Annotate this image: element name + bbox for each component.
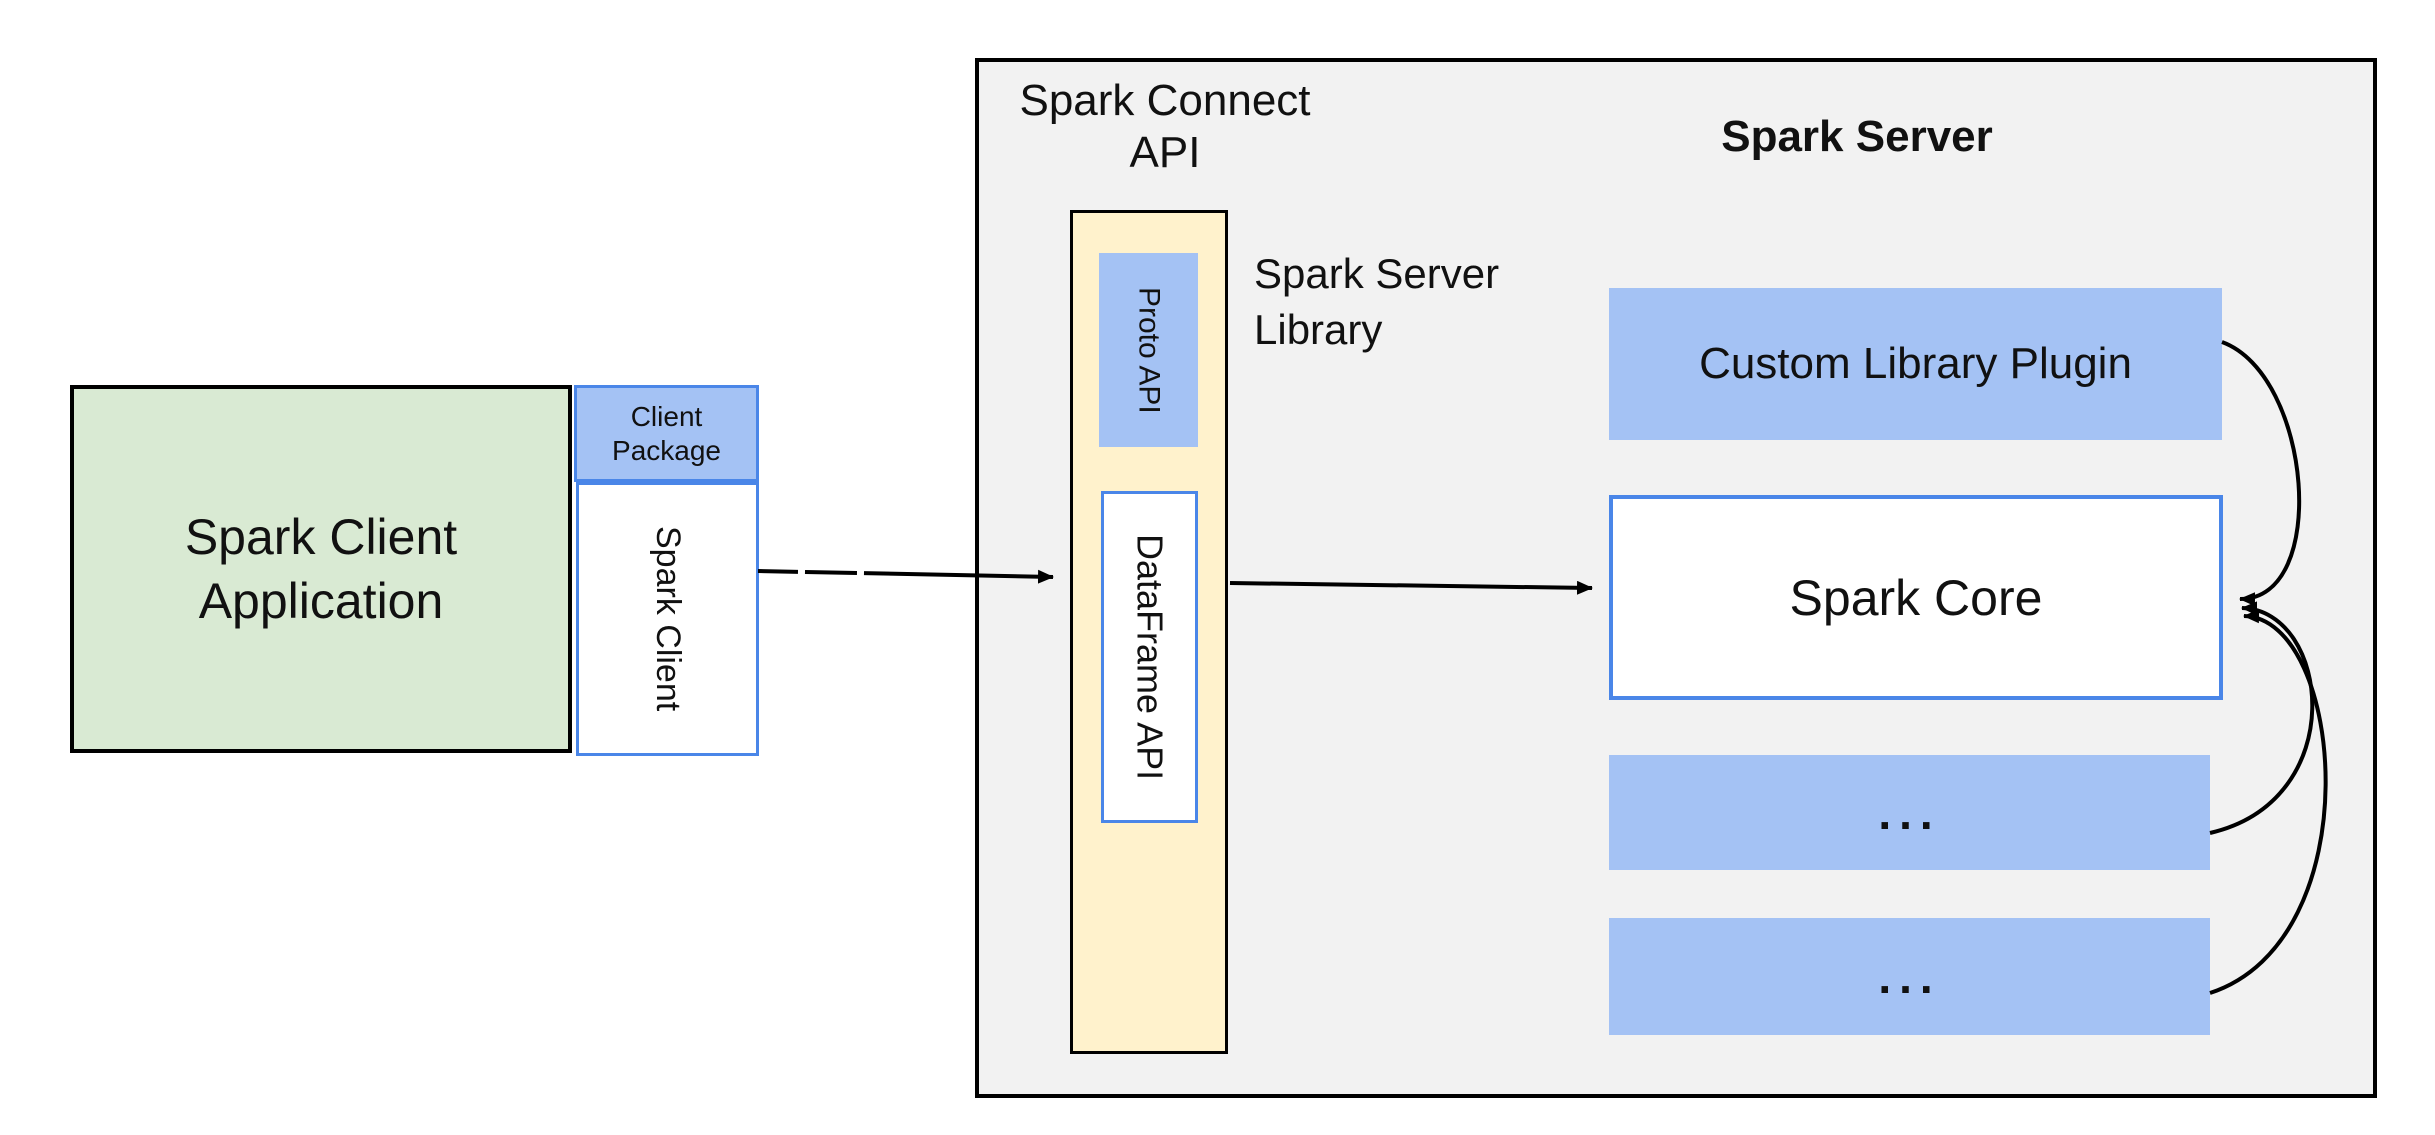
spark-connect-api-label: Spark Connect API — [1019, 76, 1311, 177]
spark-server-library-label: Spark Server Library — [1254, 250, 1500, 353]
spark-core-box: Spark Core — [1609, 495, 2223, 700]
client-package-box: Client Package — [574, 385, 759, 482]
spark-client-application-box: Spark Client Application — [70, 385, 572, 753]
dataframe-api-box: DataFrame API — [1101, 491, 1198, 823]
spark-client-box: Spark Client — [576, 482, 759, 756]
spark-server-title: Spark Server — [1721, 112, 1993, 161]
spark-client-label: Spark Client — [649, 526, 687, 712]
dataframe-api-label: DataFrame API — [1129, 533, 1171, 781]
ellipsis-box-1: ... — [1609, 755, 2210, 870]
proto-api-label: Proto API — [1132, 286, 1166, 414]
custom-library-plugin-box: Custom Library Plugin — [1609, 288, 2222, 440]
proto-api-box: Proto API — [1099, 253, 1198, 447]
ellipsis-box-2: ... — [1609, 918, 2210, 1035]
